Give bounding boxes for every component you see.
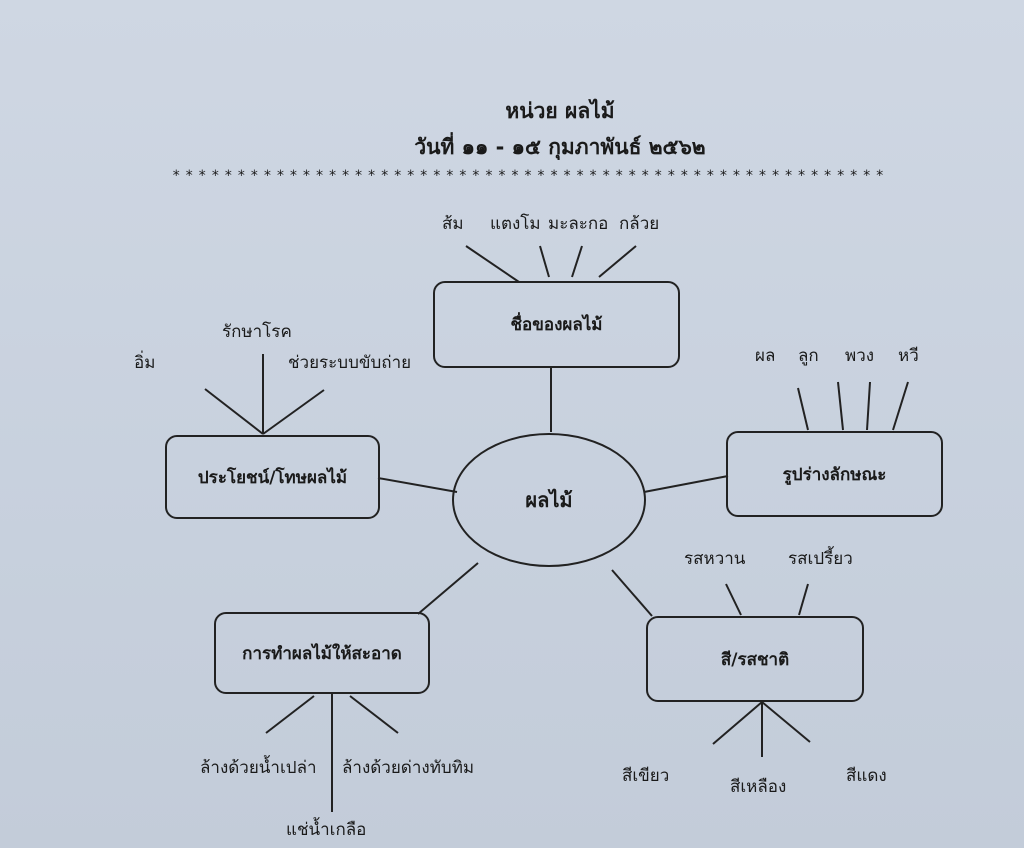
leaf-label: แช่น้ำเกลือ xyxy=(286,820,367,840)
connector-leaf xyxy=(539,245,550,278)
leaf-label: รสเปรี้ยว xyxy=(788,549,853,569)
connector-leaf xyxy=(265,695,315,734)
connector-leaf xyxy=(761,701,811,743)
leaf-label: ลูก xyxy=(798,346,819,366)
leaf-label: ล้างด้วยด่างทับทิม xyxy=(342,758,475,778)
connector-leaf xyxy=(571,245,583,278)
connector-leaf xyxy=(204,388,264,435)
connector-leaf xyxy=(866,381,871,431)
connector-leaf xyxy=(892,381,909,431)
leaf-label: กล้วย xyxy=(619,214,660,234)
leaf-label: พวง xyxy=(845,346,875,366)
center-node: ผลไม้ xyxy=(452,433,646,567)
star-separator: ****************************************… xyxy=(172,168,889,184)
connector-leaf xyxy=(712,701,763,745)
connector-leaf xyxy=(797,387,809,431)
connector-center-cleaning xyxy=(417,562,479,615)
connector-leaf xyxy=(725,583,742,616)
leaf-label: แตงโม xyxy=(490,214,541,234)
leaf-label: หวี xyxy=(898,346,919,366)
leaf-label: มะละกอ xyxy=(548,214,609,234)
connector-leaf xyxy=(837,381,844,431)
leaf-label: สีเหลือง xyxy=(730,777,787,797)
unit-title: หน่วย ผลไม้ xyxy=(505,99,615,123)
connector-center-taste xyxy=(611,569,653,617)
connector-leaf xyxy=(598,245,637,278)
leaf-label: ส้ม xyxy=(442,214,464,234)
leaf-label: สีเขียว xyxy=(622,766,670,786)
branch-taste-box: สี/รสชาติ xyxy=(646,616,864,702)
leaf-label: ช่วยระบบขับถ่าย xyxy=(288,353,412,373)
branch-shape-box: รูปร่างลักษณะ xyxy=(726,431,943,517)
connector-center-shape xyxy=(643,475,729,493)
branch-names-box: ชื่อของผลไม้ xyxy=(433,281,680,368)
connector-center-benefits xyxy=(377,477,458,493)
connector-leaf xyxy=(349,695,399,734)
leaf-label: รสหวาน xyxy=(684,549,746,569)
leaf-label: สีแดง xyxy=(846,766,887,786)
leaf-label: อิ่ม xyxy=(134,353,156,373)
connector-leaf xyxy=(798,583,809,616)
branch-benefits-box: ประโยชน์/โทษผลไม้ xyxy=(165,435,380,519)
connector-leaf xyxy=(262,389,325,435)
branch-cleaning-box: การทำผลไม้ให้สะอาด xyxy=(214,612,430,694)
leaf-label: รักษาโรค xyxy=(222,322,292,342)
date-subtitle: วันที่ ๑๑ - ๑๕ กุมภาพันธ์ ๒๕๖๒ xyxy=(414,135,706,159)
leaf-label: ผล xyxy=(755,346,776,366)
connector-leaf xyxy=(465,245,520,283)
leaf-label: ล้างด้วยน้ำเปล่า xyxy=(200,758,317,778)
